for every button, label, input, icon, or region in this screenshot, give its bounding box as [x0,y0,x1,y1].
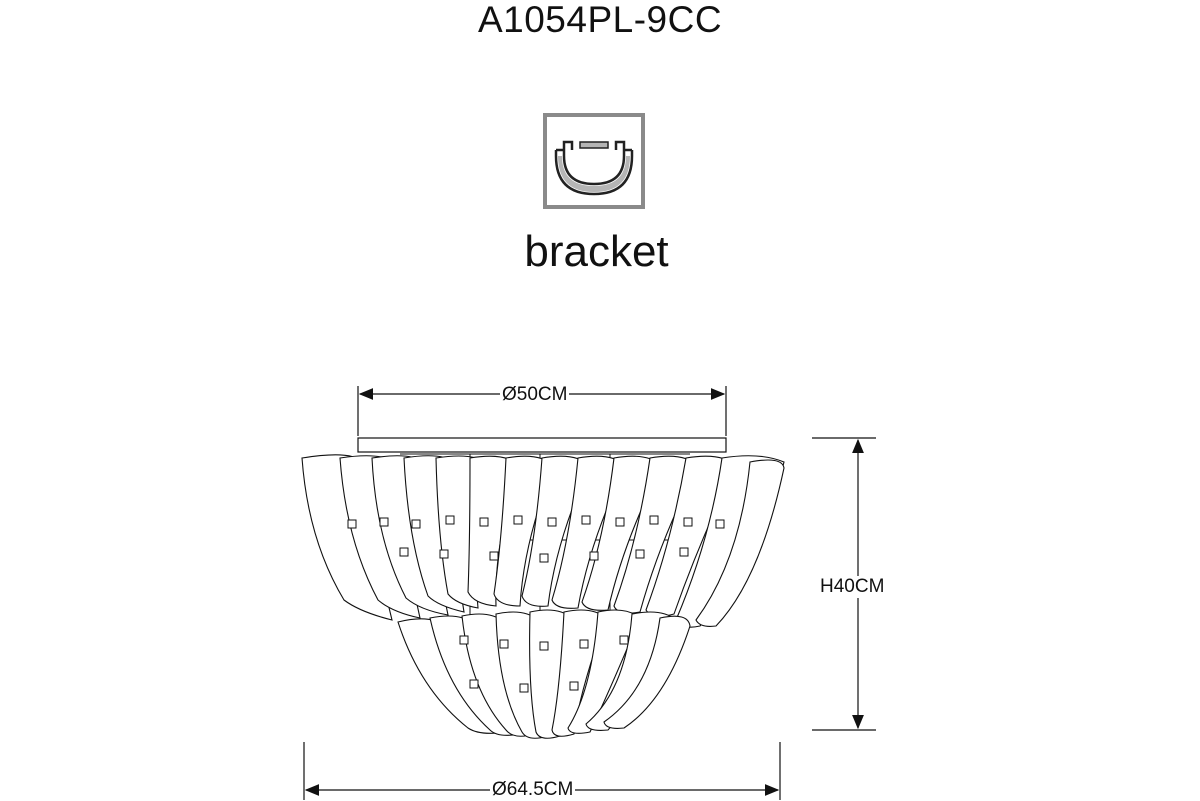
bracket-plate [579,141,609,149]
bracket-cup-fill [558,156,630,192]
bracket-label: bracket [524,227,669,276]
lower-tier-blades [397,609,691,739]
height-label: H40CM [818,576,887,598]
model-title: A1054PL-9CC [477,0,723,40]
canopy [357,437,727,453]
top-diameter-label: Ø50CM [500,384,570,406]
bottom-diameter-label: Ø64.5CM [490,779,576,801]
upper-tier-blades [301,454,785,628]
crystal-drops [347,515,725,693]
bracket-frame [543,113,645,209]
bracket-cup [554,140,634,196]
bracket-icon [543,113,645,209]
